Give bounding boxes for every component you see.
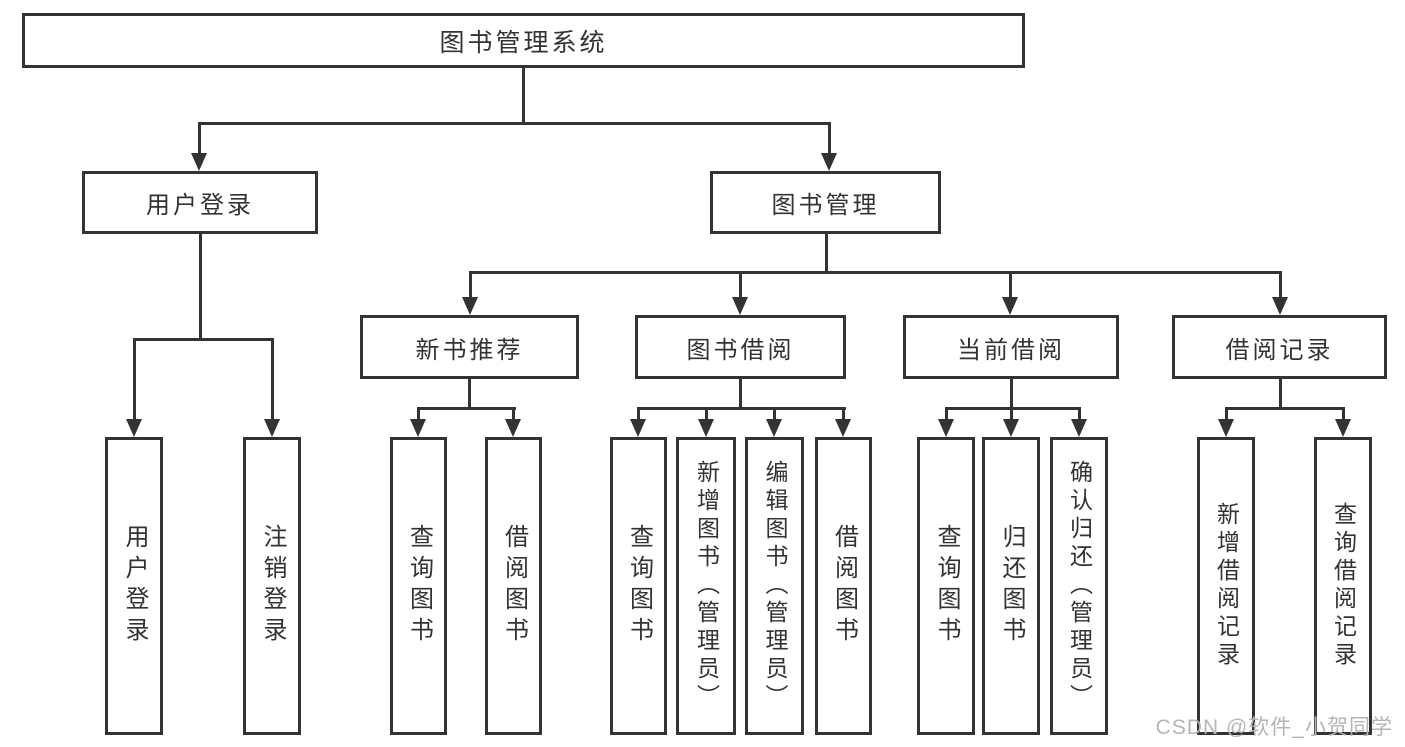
connector-line xyxy=(469,271,472,299)
node-label: 新增图书（管理员） xyxy=(693,460,720,712)
node-root: 图书管理系统 xyxy=(22,13,1025,68)
connector-line xyxy=(417,407,420,421)
arrow-down-icon xyxy=(1218,419,1234,437)
arrow-down-icon xyxy=(630,419,646,437)
node-label: 注销登录 xyxy=(259,524,286,648)
node-label: 用户登录 xyxy=(146,192,254,219)
arrow-down-icon xyxy=(1003,419,1019,437)
connector-line xyxy=(637,407,846,410)
arrow-down-icon xyxy=(1272,297,1288,315)
arrow-down-icon xyxy=(835,419,851,437)
connector-line xyxy=(825,234,828,271)
arrow-down-icon xyxy=(410,419,426,437)
leaf-return-books: 归还图书 xyxy=(982,437,1040,735)
node-label: 新增借阅记录 xyxy=(1213,502,1240,670)
connector-line xyxy=(739,379,742,407)
arrow-down-icon xyxy=(1071,419,1087,437)
node-current-borrowing: 当前借阅 xyxy=(903,315,1119,379)
arrow-down-icon xyxy=(1002,297,1018,315)
leaf-borrow-books-borrowing: 借阅图书 xyxy=(815,437,872,735)
leaf-edit-books-admin: 编辑图书（管理员） xyxy=(745,437,804,735)
arrow-down-icon xyxy=(938,419,954,437)
connector-line xyxy=(842,407,845,421)
arrow-down-icon xyxy=(264,419,280,437)
connector-line xyxy=(1279,379,1282,407)
leaf-query-books-recommend: 查询图书 xyxy=(390,437,447,735)
node-label: 用户登录 xyxy=(121,524,148,648)
node-label: 查询图书 xyxy=(933,524,960,648)
leaf-confirm-return-admin: 确认归还（管理员） xyxy=(1050,437,1108,735)
node-label: 查询图书 xyxy=(405,524,433,648)
connector-line xyxy=(198,122,201,155)
arrow-down-icon xyxy=(126,419,142,437)
node-label: 借阅记录 xyxy=(1225,336,1334,364)
node-label: 新书推荐 xyxy=(415,336,524,364)
node-new-book-recommend: 新书推荐 xyxy=(360,315,579,379)
arrow-down-icon xyxy=(1335,419,1351,437)
connector-line xyxy=(133,338,274,341)
leaf-user-login: 用户登录 xyxy=(105,437,163,735)
connector-line xyxy=(1342,407,1345,421)
connector-line xyxy=(773,407,776,421)
connector-line xyxy=(522,68,525,122)
node-label: 归还图书 xyxy=(998,524,1025,648)
connector-line xyxy=(512,407,515,421)
connector-line xyxy=(417,407,516,410)
node-label: 借阅图书 xyxy=(830,524,858,648)
connector-line xyxy=(271,338,274,421)
node-label: 图书管理 xyxy=(771,192,880,219)
leaf-query-borrow-record: 查询借阅记录 xyxy=(1314,437,1372,735)
leaf-add-borrow-record: 新增借阅记录 xyxy=(1197,437,1255,735)
connector-line xyxy=(945,407,948,421)
node-label: 借阅图书 xyxy=(500,524,528,648)
leaf-logout: 注销登录 xyxy=(243,437,301,735)
arrow-down-icon xyxy=(766,419,782,437)
connector-line xyxy=(469,271,1282,274)
connector-line xyxy=(199,122,831,125)
arrow-down-icon xyxy=(821,153,837,171)
connector-line xyxy=(945,407,1081,410)
connector-line xyxy=(637,407,640,421)
leaf-add-books-admin: 新增图书（管理员） xyxy=(676,437,736,735)
connector-line xyxy=(1225,407,1345,410)
node-book-borrowing: 图书借阅 xyxy=(635,315,846,379)
arrow-down-icon xyxy=(732,297,748,315)
connector-line xyxy=(828,122,831,155)
connector-line xyxy=(1009,271,1012,299)
node-user-login: 用户登录 xyxy=(82,171,318,234)
csdn-watermark: CSDN @软件_小贺同学 xyxy=(1155,716,1393,739)
connector-line xyxy=(1279,271,1282,299)
node-label: 图书管理系统 xyxy=(439,28,608,57)
connector-line xyxy=(199,234,202,338)
connector-line xyxy=(1078,407,1081,421)
leaf-borrow-books-recommend: 借阅图书 xyxy=(485,437,542,735)
node-label: 当前借阅 xyxy=(957,336,1065,364)
node-borrow-records: 借阅记录 xyxy=(1172,315,1387,379)
connector-line xyxy=(1010,379,1013,421)
node-label: 查询借阅记录 xyxy=(1330,502,1357,670)
node-label: 图书借阅 xyxy=(686,336,795,364)
node-book-management: 图书管理 xyxy=(710,171,941,234)
arrow-down-icon xyxy=(505,419,521,437)
leaf-query-books-current: 查询图书 xyxy=(917,437,975,735)
connector-line xyxy=(1225,407,1228,421)
node-label: 查询图书 xyxy=(625,524,653,648)
connector-line xyxy=(133,338,136,421)
leaf-query-books-borrowing: 查询图书 xyxy=(610,437,667,735)
arrow-down-icon xyxy=(462,297,478,315)
connector-line xyxy=(468,379,471,407)
arrow-down-icon xyxy=(698,419,714,437)
node-label: 编辑图书（管理员） xyxy=(762,460,788,712)
node-label: 确认归还（管理员） xyxy=(1066,460,1093,712)
connector-line xyxy=(739,271,742,299)
connector-line xyxy=(705,407,708,421)
arrow-down-icon xyxy=(191,153,207,171)
